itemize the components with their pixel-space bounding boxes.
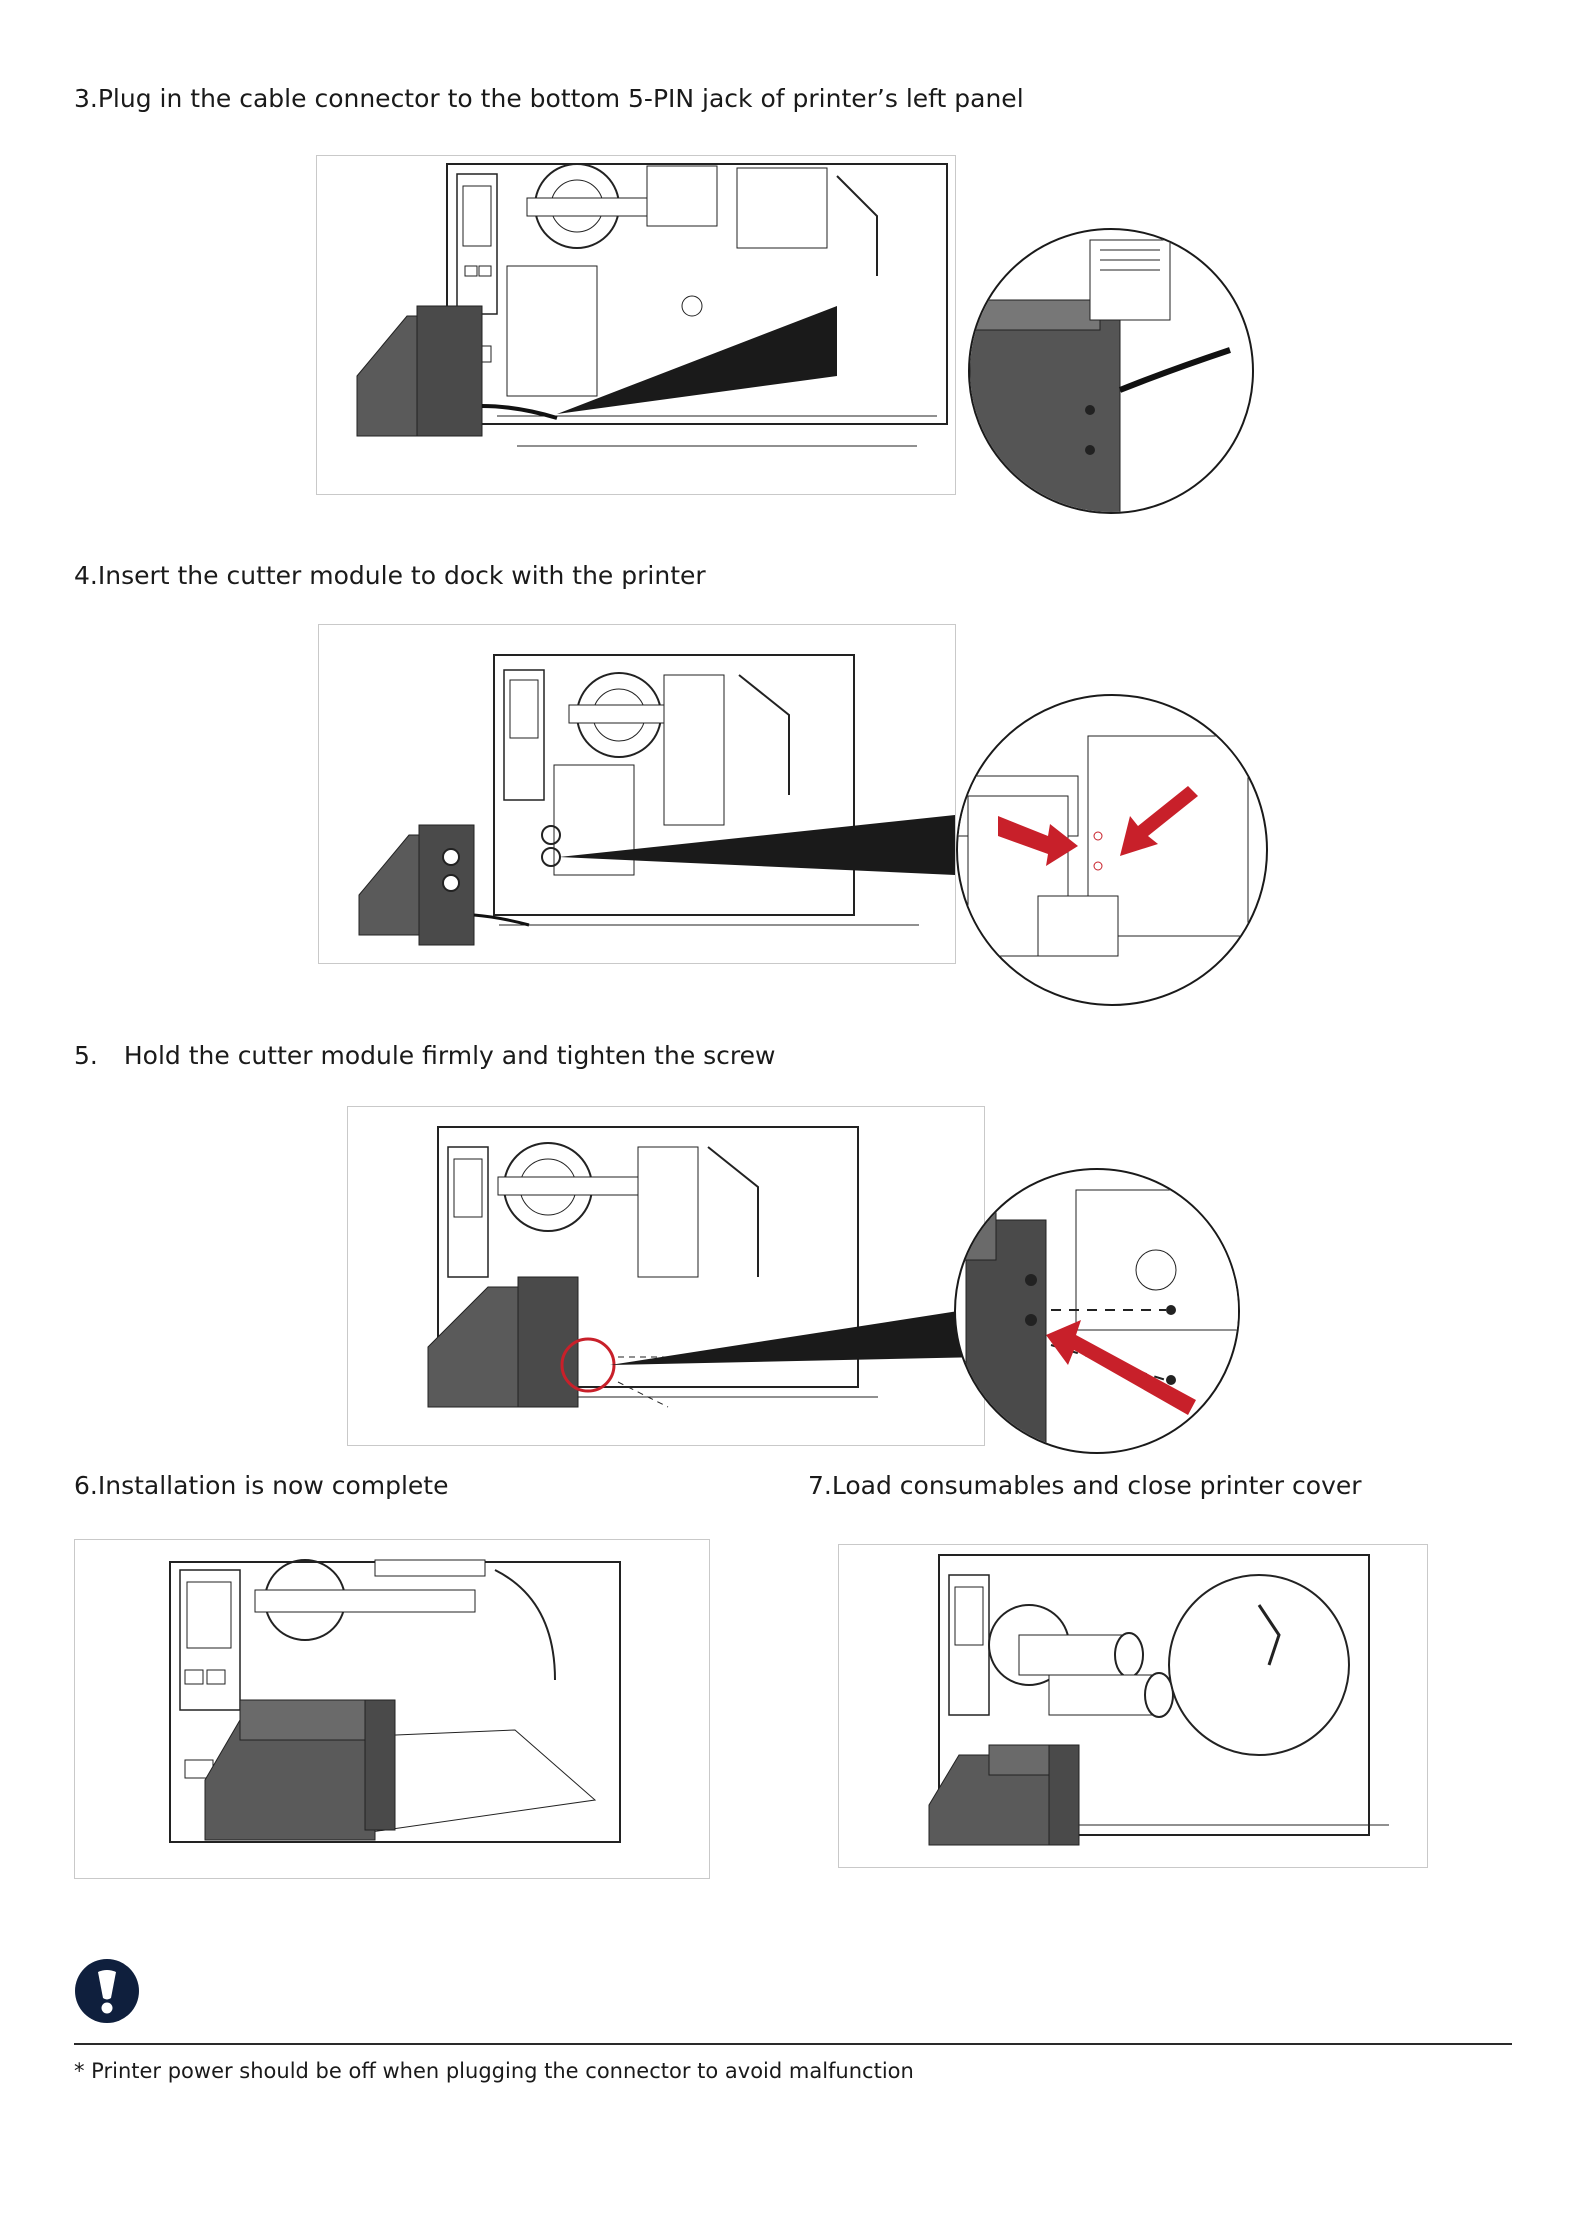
step-4-title: 4.Insert the cutter module to dock with … xyxy=(74,561,706,590)
step-7-title: 7.Load consumables and close printer cov… xyxy=(808,1471,1362,1500)
step-3-figure xyxy=(316,155,956,495)
step-5-zoom-detail xyxy=(954,1168,1240,1454)
step-4-zoom-detail xyxy=(956,694,1268,1006)
printer-with-cutter-illustration xyxy=(356,163,948,447)
step-5-text: Hold the cutter module firmly and tighte… xyxy=(123,1041,776,1070)
exclamation-icon xyxy=(74,1958,140,2024)
note-divider xyxy=(74,2043,1512,2045)
step-5-figure xyxy=(347,1106,985,1446)
step-4-figure xyxy=(318,624,956,964)
step-5-title: 5. Hold the cutter module firmly and tigh… xyxy=(74,1041,775,1071)
step-3-zoom-detail xyxy=(968,228,1254,514)
step-6-title: 6.Installation is now complete xyxy=(74,1471,449,1500)
step-6-figure xyxy=(74,1539,710,1879)
note-text: * Printer power should be off when plugg… xyxy=(74,2059,914,2083)
step-7-figure xyxy=(838,1544,1428,1868)
step-3-title: 3.Plug in the cable connector to the bot… xyxy=(74,84,1024,113)
step-5-number: 5. xyxy=(74,1041,98,1070)
